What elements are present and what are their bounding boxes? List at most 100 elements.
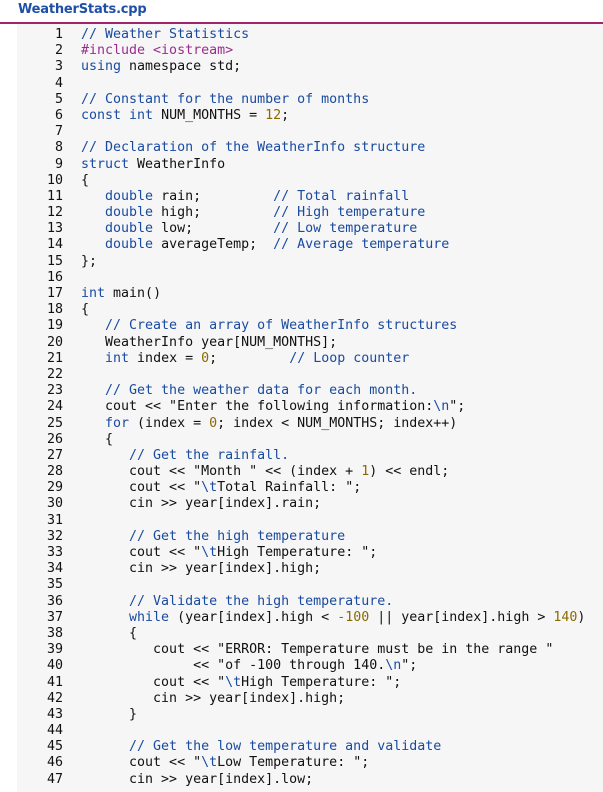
line-code: cout << "Month " << (index + 1) << endl;	[81, 464, 449, 479]
code-line: 5 // Constant for the number of months	[17, 92, 603, 108]
line-number: 3	[54, 59, 63, 75]
line-number: 40	[46, 658, 63, 674]
code-line: 15};	[17, 254, 603, 270]
code-line: 23 // Get the weather data for each mont…	[17, 383, 603, 399]
code-token: cin >> year[index].low;	[81, 771, 314, 787]
line-number: 15	[46, 253, 63, 269]
line-number: 29	[46, 480, 63, 496]
code-line: 32 // Get the high temperature	[17, 529, 603, 545]
line-number: 37	[46, 609, 63, 625]
code-line: 10{	[17, 173, 603, 189]
code-token: High Temperature: ";	[241, 674, 402, 690]
line-code: // Get the rainfall.	[81, 448, 289, 463]
line-code: // Constant for the number of months	[81, 92, 369, 107]
line-number: 5	[54, 91, 63, 107]
line-code: double high; // High temperature	[81, 205, 425, 220]
code-line: 11 double rain; // Total rainfall	[17, 189, 603, 205]
line-number: 23	[46, 383, 63, 399]
line-code: cout << "\tTotal Rainfall: ";	[81, 480, 361, 495]
code-token: double	[81, 188, 154, 204]
line-code: cout << "\tLow Temperature: ";	[81, 755, 369, 770]
code-token: )	[577, 609, 586, 625]
line-number: 2	[54, 43, 63, 59]
code-line: 8// Declaration of the WeatherInfo struc…	[17, 140, 603, 156]
line-code: for (index = 0; index < NUM_MONTHS; inde…	[81, 416, 457, 431]
line-number: 12	[46, 205, 63, 221]
line-number: 31	[46, 512, 63, 528]
code-token: ";	[449, 399, 466, 415]
code-line: 31	[17, 513, 603, 529]
line-number: 43	[46, 706, 63, 722]
code-token: double	[81, 205, 154, 221]
code-token: low;	[153, 221, 274, 237]
line-code: while (year[index].high < -100 || year[i…	[81, 610, 585, 625]
line-code: cout << "\tHigh Temperature: ";	[81, 675, 401, 690]
line-number: 46	[46, 755, 63, 771]
code-token: cout << "Enter the following information…	[81, 399, 434, 415]
line-number: 21	[46, 350, 63, 366]
code-token: 12	[265, 107, 282, 123]
line-code: // Get the weather data for each month.	[81, 383, 417, 398]
code-token: cin >> year[index].high;	[81, 690, 346, 706]
code-line: 33 cout << "\tHigh Temperature: ";	[17, 545, 603, 561]
code-token: };	[81, 253, 98, 269]
line-number: 16	[46, 269, 63, 285]
line-number: 33	[46, 545, 63, 560]
line-code: WeatherInfo year[NUM_MONTHS];	[81, 335, 337, 350]
code-token: {	[81, 302, 90, 318]
code-token: rain;	[153, 188, 274, 204]
code-token: main()	[105, 286, 162, 301]
line-code: #include <iostream>	[81, 43, 233, 58]
line-code: {	[81, 302, 89, 317]
line-number: 45	[46, 739, 63, 755]
code-line: 28 cout << "Month " << (index + 1) << en…	[17, 464, 603, 480]
line-code: // Create an array of WeatherInfo struct…	[81, 318, 457, 333]
code-token: \n	[433, 399, 450, 415]
code-token: WeatherInfo	[129, 156, 226, 172]
line-code: {	[81, 173, 89, 188]
code-line: 37 while (year[index].high < -100 || yea…	[17, 610, 603, 626]
line-code: double low; // Low temperature	[81, 221, 417, 236]
file-title: WeatherStats.cpp	[18, 2, 147, 17]
code-line: 30 cin >> year[index].rain;	[17, 496, 603, 512]
code-token: cout << "Month " << (index +	[81, 464, 362, 480]
code-token: double	[81, 221, 154, 237]
code-token: -100	[337, 609, 370, 625]
code-line: 4	[17, 76, 603, 92]
code-token: 1	[361, 464, 370, 480]
code-token: 140	[553, 609, 578, 625]
line-code: cin >> year[index].high;	[81, 561, 321, 576]
line-number: 44	[46, 723, 63, 739]
code-token: // Create an array of WeatherInfo struct…	[81, 318, 458, 334]
code-token: (year[index].high <	[169, 609, 338, 625]
line-number: 42	[46, 690, 63, 706]
code-token: while	[81, 609, 170, 625]
code-token: // Total rainfall	[273, 188, 410, 204]
code-token: \t	[201, 480, 218, 496]
code-token: ; index < NUM_MONTHS; index++)	[217, 415, 458, 431]
code-token: cout << "	[81, 480, 202, 496]
code-token: cout << "	[81, 755, 202, 771]
code-line: 39 cout << "ERROR: Temperature must be i…	[17, 642, 603, 658]
line-code: cin >> year[index].high;	[81, 691, 345, 706]
code-token: (index =	[129, 415, 210, 431]
code-token: \n	[385, 658, 402, 674]
code-line: 46 cout << "\tLow Temperature: ";	[17, 755, 603, 771]
code-token: using	[81, 59, 122, 75]
line-number: 1	[54, 27, 63, 42]
code-line: 43 }	[17, 707, 603, 723]
code-token: {	[81, 431, 114, 447]
code-token: }	[81, 706, 138, 722]
code-line: 21 int index = 0; // Loop counter	[17, 351, 603, 367]
line-code: // Validate the high temperature.	[81, 594, 393, 609]
code-token: cout << "	[81, 674, 226, 690]
code-token: #include <iostream>	[81, 43, 234, 59]
line-code: cout << "ERROR: Temperature must be in t…	[81, 642, 553, 657]
code-token: // Low temperature	[273, 221, 418, 237]
code-line: 35	[17, 577, 603, 593]
code-line: 29 cout << "\tTotal Rainfall: ";	[17, 480, 603, 496]
code-line: 38 {	[17, 626, 603, 642]
